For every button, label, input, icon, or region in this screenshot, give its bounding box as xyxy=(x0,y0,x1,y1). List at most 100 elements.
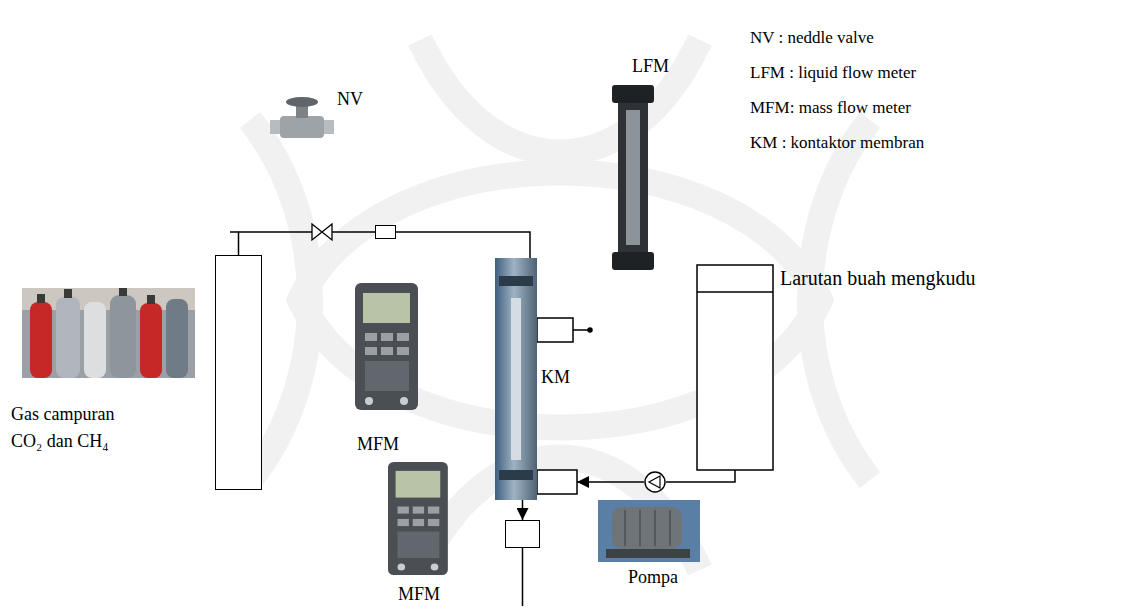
mass-flow-meter-photo xyxy=(397,333,409,341)
mass-flow-meter-photo xyxy=(396,471,441,498)
mass-flow-meter-photo xyxy=(388,462,448,575)
mass-flow-meter-photo xyxy=(398,563,406,570)
pump-symbol: Pompa xyxy=(644,471,666,493)
liquid-flow-meter-photo xyxy=(612,85,654,270)
mass-flow-meter-photo xyxy=(365,361,409,391)
pipe-fitting xyxy=(537,470,577,494)
component-label: LFM xyxy=(632,55,669,78)
mass-flow-meter-photo xyxy=(398,519,409,526)
key-entry: NV : neddle valve xyxy=(750,27,874,48)
needle-valve-photo xyxy=(286,97,318,107)
mass-flow-meter-photo xyxy=(428,519,439,526)
pump-photo xyxy=(598,500,700,562)
mass-flow-meter-photo xyxy=(413,519,424,526)
gas-cylinder-photo xyxy=(56,297,80,378)
contactor-flange xyxy=(499,276,533,286)
gas-cylinder-photo xyxy=(30,302,52,378)
gas-cylinder: Gas campuran CO₂ dan CH₄ xyxy=(215,255,262,490)
liquid-level xyxy=(697,291,773,293)
pump-photo xyxy=(598,500,700,562)
mass-flow-meter-photo xyxy=(398,531,440,558)
liquid-flow-meter-photo xyxy=(626,110,640,245)
component-label: MFM xyxy=(357,433,399,456)
watermark xyxy=(420,40,700,153)
watermark xyxy=(420,458,700,571)
key-entry: LFM : liquid flow meter xyxy=(750,62,916,83)
pipe-fitting xyxy=(230,231,239,233)
pipe-connector xyxy=(239,232,313,255)
pump-triangle xyxy=(649,476,660,488)
valve-half xyxy=(322,224,332,240)
membrane-contactor: KM xyxy=(495,258,537,500)
mass-flow-meter-photo xyxy=(381,347,393,355)
needle-valve-symbol-outline xyxy=(312,224,332,240)
pipe-connector xyxy=(577,481,644,483)
pump-photo xyxy=(624,510,626,546)
gas-cylinder-photo xyxy=(64,289,72,298)
mass-flow-meter-photo xyxy=(428,507,439,514)
mass-flow-meter-photo xyxy=(400,397,408,405)
gas-cylinder-photo xyxy=(22,288,195,378)
gas-cylinder-photo xyxy=(166,299,188,378)
pump-photo xyxy=(639,510,641,546)
pipe-fitting xyxy=(230,232,592,606)
gas-cylinder-photo xyxy=(110,295,136,378)
pipe-connector xyxy=(396,232,530,258)
liquid-flow-meter-photo xyxy=(612,85,654,103)
mass-flow-meter-photo xyxy=(388,462,448,575)
pump-photo xyxy=(612,507,682,549)
mass-flow-meter-photo xyxy=(397,347,409,355)
mass-flow-meter-photo xyxy=(381,333,393,341)
mass-flow-meter-photo xyxy=(398,507,409,514)
contactor-tube xyxy=(511,298,521,460)
mass-flow-meter-photo xyxy=(365,347,377,355)
pipe-fitting xyxy=(588,328,592,332)
pipe-connector xyxy=(332,231,375,233)
mass-flow-meter-photo xyxy=(355,283,418,410)
solution-tank-outline xyxy=(697,265,773,470)
component-label: KM xyxy=(541,366,570,389)
gas-cylinder-photo xyxy=(147,295,155,304)
membrane-contactor-photo xyxy=(495,258,537,500)
needle-valve-symbol: NV xyxy=(312,224,332,240)
mass-flow-meter-photo xyxy=(365,397,373,405)
mass-flow-meter-photo xyxy=(431,563,439,570)
pipe-fitting xyxy=(522,548,524,606)
component-label: Pompa xyxy=(628,566,678,589)
pump-circle xyxy=(645,472,665,492)
needle-valve-photo xyxy=(280,116,324,138)
gas-cylinder-photo xyxy=(22,288,195,378)
solution-tank: Larutan buah mengkudu xyxy=(697,265,773,470)
gas-cylinder-photo xyxy=(37,294,45,303)
contactor-flange xyxy=(499,470,533,480)
pipe-connector xyxy=(522,500,524,520)
gas-cylinder-photo xyxy=(140,303,162,378)
key-entry: MFM: mass flow meter xyxy=(750,97,911,118)
pipe-fitting xyxy=(537,318,573,342)
component-label: MFM xyxy=(398,583,440,606)
pump-photo xyxy=(654,510,656,546)
component-label: Larutan buah mengkudu xyxy=(780,266,976,291)
liquid-flow-meter-photo xyxy=(612,252,654,270)
pump-photo xyxy=(669,510,671,546)
mass-flow-meter-photo xyxy=(413,507,424,514)
component-label: Gas campuran CO₂ dan CH₄ xyxy=(11,401,131,455)
gas-cylinder-photo xyxy=(84,302,106,378)
watermark xyxy=(810,120,870,480)
pump-symbol-outline xyxy=(644,471,666,493)
mass-flow-meter-box: MFM xyxy=(375,225,396,239)
tank-outline xyxy=(697,265,773,470)
liquid-flow-meter-photo xyxy=(618,85,648,270)
pump-photo xyxy=(606,549,690,558)
component-label: NV xyxy=(337,88,363,111)
pipe-connector xyxy=(666,470,735,482)
gas-cylinder-photo xyxy=(119,288,127,296)
key-entry: KM : kontaktor membran xyxy=(750,132,924,153)
mass-flow-meter-photo xyxy=(355,283,418,410)
mass-flow-meter-box: MFM xyxy=(505,520,540,548)
pipe-fitting xyxy=(573,329,588,331)
